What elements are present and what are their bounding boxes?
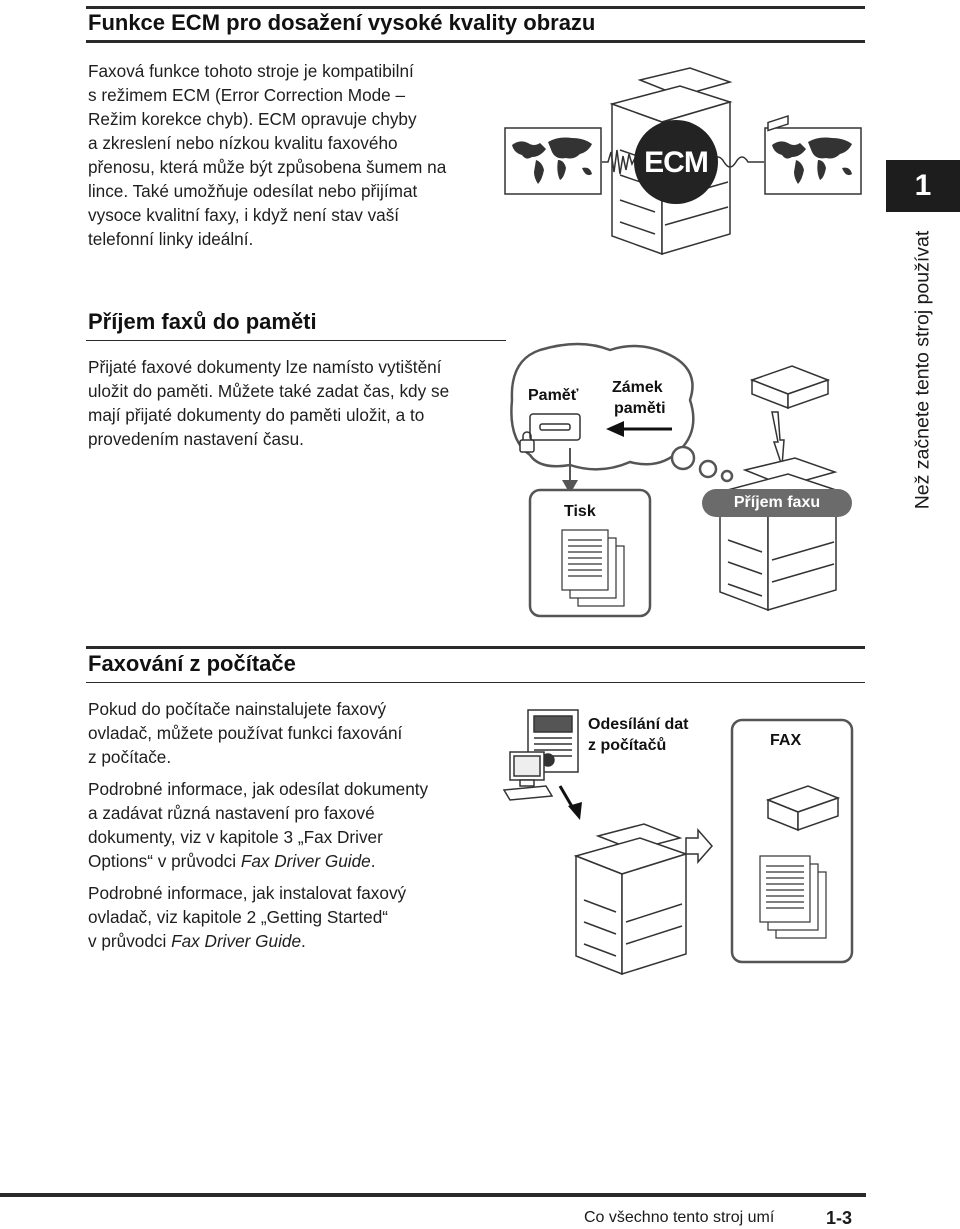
arrow-down-right-icon — [558, 785, 582, 820]
text-line: ovladač, viz kapitole 2 „Getting Started… — [88, 907, 388, 927]
text-line: ovladač, můžete používat funkci faxování — [88, 723, 403, 743]
print-label: Tisk — [564, 503, 596, 520]
section2-title: Příjem faxů do paměti — [88, 309, 317, 334]
world-map-right-icon — [764, 127, 862, 195]
section1-body: Faxová funkce tohoto stroje je kompatibi… — [88, 59, 508, 251]
document-stack-icon — [759, 855, 827, 939]
text-line: Podrobné informace, jak odesílat dokumen… — [88, 779, 429, 799]
text-line: a zkreslení nebo nízkou kvalitu faxového — [88, 133, 398, 153]
copier-machine-icon — [717, 457, 839, 612]
guide-title: Fax Driver Guide — [171, 931, 302, 951]
fax-box — [730, 718, 854, 964]
text-line: Přijaté faxové dokumenty lze namísto vyt… — [88, 357, 442, 377]
text-line: uložit do paměti. Můžete také zadat čas,… — [88, 381, 450, 401]
text-line: vysoce kvalitní faxy, i když není stav v… — [88, 205, 400, 225]
send-from-pc-label-2: z počítačů — [588, 737, 667, 754]
text-line: a zadávat různá nastavení pro faxové — [88, 803, 375, 823]
lock-icon — [519, 431, 535, 453]
page-number: 1-3 — [826, 1208, 853, 1228]
send-from-pc-label-1: Odesílání dat — [588, 716, 689, 733]
text-fragment: . — [370, 851, 376, 871]
ecm-badge-label: ECM — [644, 146, 709, 179]
footer-text: Co všechno tento stroj umí — [584, 1209, 775, 1226]
text-line: dokumenty, viz v kapitole 3 „Fax Driver — [88, 827, 383, 847]
copier-machine-icon — [573, 823, 689, 976]
section3-top-rule — [86, 646, 865, 649]
section2-title-rule — [86, 340, 506, 341]
bubble-dot — [670, 445, 696, 471]
text-line: z počítače. — [88, 747, 172, 767]
memory-label: Paměť — [528, 387, 579, 404]
document-stack-icon — [561, 529, 625, 607]
section3-body: Pokud do počítače nainstalujete faxový o… — [88, 697, 508, 953]
guide-title: Fax Driver Guide — [240, 851, 371, 871]
document-page-icon — [527, 709, 579, 773]
paragraph: Podrobné informace, jak instalovat faxov… — [88, 881, 508, 953]
memory-lock-label-2: paměti — [614, 400, 666, 417]
paragraph: Podrobné informace, jak odesílat dokumen… — [88, 777, 508, 873]
footer-rule — [0, 1193, 866, 1197]
top-rule — [86, 6, 865, 9]
section2-body: Přijaté faxové dokumenty lze namísto vyt… — [88, 355, 508, 451]
world-map-left-icon — [504, 127, 602, 195]
text-line: Podrobné informace, jak instalovat faxov… — [88, 883, 407, 903]
bubble-dot — [720, 469, 734, 483]
computer-icon — [502, 751, 554, 801]
memory-bubble — [510, 342, 695, 471]
text-line: lince. Také umožňuje odesílat nebo přijí… — [88, 181, 418, 201]
bubble-dot — [698, 459, 718, 479]
memory-lock-label-1: Zámek — [612, 379, 663, 396]
fax-machine-icon — [749, 114, 831, 410]
text-line: provedením nastavení času. — [88, 429, 304, 449]
arrow-down-icon — [562, 448, 578, 494]
clean-signal-right — [711, 156, 764, 168]
section3-title-rule — [86, 682, 865, 683]
text-line: telefonní linky ideální. — [88, 229, 254, 249]
fax-machine-icon — [765, 785, 841, 832]
arrow-left-icon — [606, 421, 672, 437]
text-fragment: Options“ v průvodci — [88, 851, 241, 871]
fax-label: FAX — [770, 732, 802, 749]
section1-title: Funkce ECM pro dosažení vysoké kvality o… — [88, 10, 596, 35]
chapter-tab: 1 — [886, 160, 960, 212]
memory-device-icon — [529, 413, 581, 441]
chapter-title-vertical: Než začnete tento stroj používat — [911, 230, 934, 510]
text-line: Faxová funkce tohoto stroje je kompatibi… — [88, 61, 414, 81]
text-line: Režim korekce chyb). ECM opravuje chyby — [88, 109, 417, 129]
text-line: s režimem ECM (Error Correction Mode – — [88, 85, 406, 105]
text-line: mají přijaté dokumenty do paměti uložit,… — [88, 405, 425, 425]
signal-arrow-icon — [771, 411, 785, 467]
section1-title-rule — [86, 40, 865, 43]
text-line: přenosu, která může být způsobena šumem … — [88, 157, 447, 177]
arrow-right-icon — [685, 828, 713, 864]
text-fragment: v průvodci — [88, 931, 172, 951]
paragraph: Pokud do počítače nainstalujete faxový o… — [88, 697, 508, 769]
fax-receive-badge: Příjem faxu — [702, 489, 852, 517]
section3-title: Faxování z počítače — [88, 651, 296, 676]
text-line: Pokud do počítače nainstalujete faxový — [88, 699, 387, 719]
text-fragment: . — [301, 931, 306, 951]
